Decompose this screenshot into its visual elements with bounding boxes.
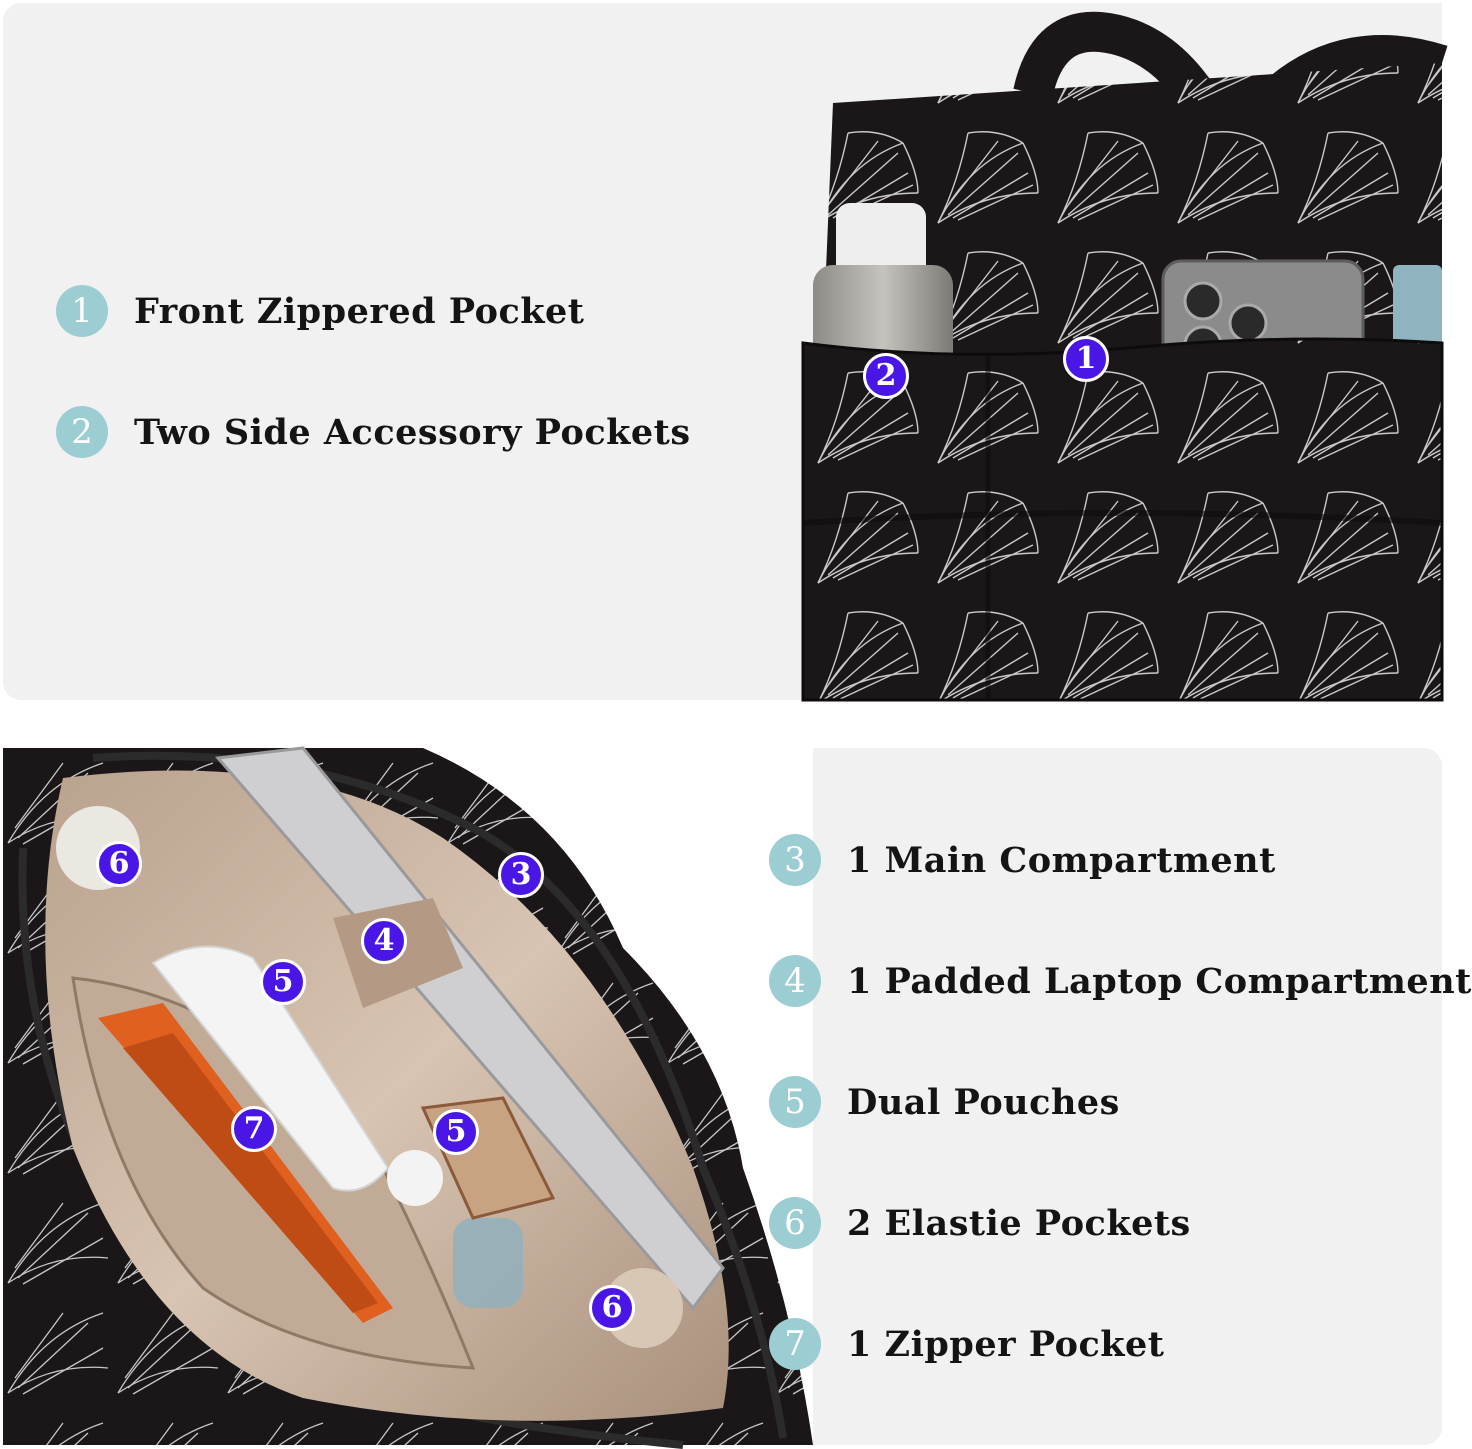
bottom-feature-panel: 6 3 4 5 7 5 6 3 1 Main Compartment 4 1 P… xyxy=(3,746,1471,1449)
feature-number-badge: 6 xyxy=(769,1197,821,1249)
photo-marker: 6 xyxy=(96,841,142,887)
photo-marker: 1 xyxy=(1063,336,1109,382)
feature-number-badge: 4 xyxy=(769,955,821,1007)
photo-marker: 4 xyxy=(361,918,407,964)
feature-number-badge: 2 xyxy=(56,406,108,458)
feature-side-accessory-pockets: 2 Two Side Accessory Pockets xyxy=(56,406,691,458)
tote-bag-front-photo: 2 1 xyxy=(801,3,1448,702)
feature-number-badge: 1 xyxy=(56,285,108,337)
feature-front-zippered-pocket: 1 Front Zippered Pocket xyxy=(56,285,584,337)
feature-label: 2 Elastie Pockets xyxy=(847,1202,1191,1244)
photo-marker: 5 xyxy=(433,1109,479,1155)
feature-number-badge: 3 xyxy=(769,834,821,886)
feature-dual-pouches: 5 Dual Pouches xyxy=(769,1076,1120,1128)
feature-label: 1 Zipper Pocket xyxy=(847,1323,1165,1365)
feature-elastic-pockets: 6 2 Elastie Pockets xyxy=(769,1197,1191,1249)
photo-marker: 5 xyxy=(260,959,306,1005)
photo-marker: 7 xyxy=(231,1106,277,1152)
feature-label: 1 Padded Laptop Compartment xyxy=(847,960,1472,1002)
feature-laptop-compartment: 4 1 Padded Laptop Compartment xyxy=(769,955,1472,1007)
photo-marker: 2 xyxy=(863,353,909,399)
feature-label: Front Zippered Pocket xyxy=(134,290,585,332)
tote-bag-interior-photo: 6 3 4 5 7 5 6 xyxy=(3,746,813,1449)
tote-bag-front-illustration xyxy=(801,3,1448,702)
photo-marker: 3 xyxy=(498,852,544,898)
feature-label: Two Side Accessory Pockets xyxy=(134,411,691,453)
top-feature-panel: 1 Front Zippered Pocket 2 Two Side Acces… xyxy=(3,3,1448,702)
feature-zipper-pocket: 7 1 Zipper Pocket xyxy=(769,1318,1164,1370)
feature-number-badge: 5 xyxy=(769,1076,821,1128)
feature-label: 1 Main Compartment xyxy=(847,839,1276,881)
feature-label: Dual Pouches xyxy=(847,1081,1120,1123)
feature-number-badge: 7 xyxy=(769,1318,821,1370)
feature-main-compartment: 3 1 Main Compartment xyxy=(769,834,1276,886)
photo-marker: 6 xyxy=(589,1285,635,1331)
